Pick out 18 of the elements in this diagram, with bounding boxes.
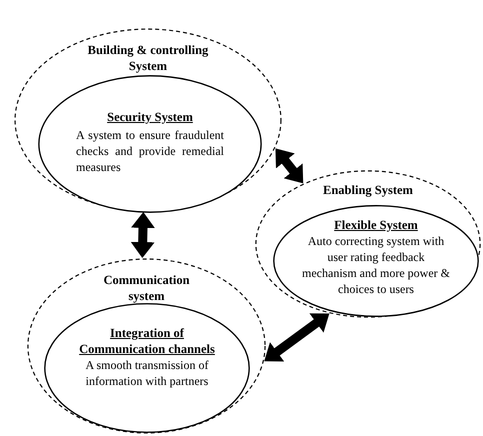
ellipse [273,205,479,317]
heading: Enabling System [322,182,414,198]
ellipse [44,303,250,433]
description: A smooth transmission of information with partners [84,357,210,389]
description: A system to ensure fraudulent checks and provide remedial measures [76,127,224,175]
double-arrow [275,148,304,184]
dashed-ellipse [27,258,266,434]
heading: Flexible System [333,217,419,233]
dashed-ellipse [255,170,481,318]
heading: Communication system [102,272,191,304]
heading: Security System [106,109,194,125]
dashed-ellipse [14,28,282,212]
double-arrow [264,313,330,362]
heading: Integration of Communication channels [78,325,216,357]
ellipse [38,75,262,213]
double-arrow [130,212,155,258]
heading: Building & controlling System [86,42,210,74]
description: Auto correcting system with user rating feedback mechanism and more power & choices to users [301,233,451,297]
